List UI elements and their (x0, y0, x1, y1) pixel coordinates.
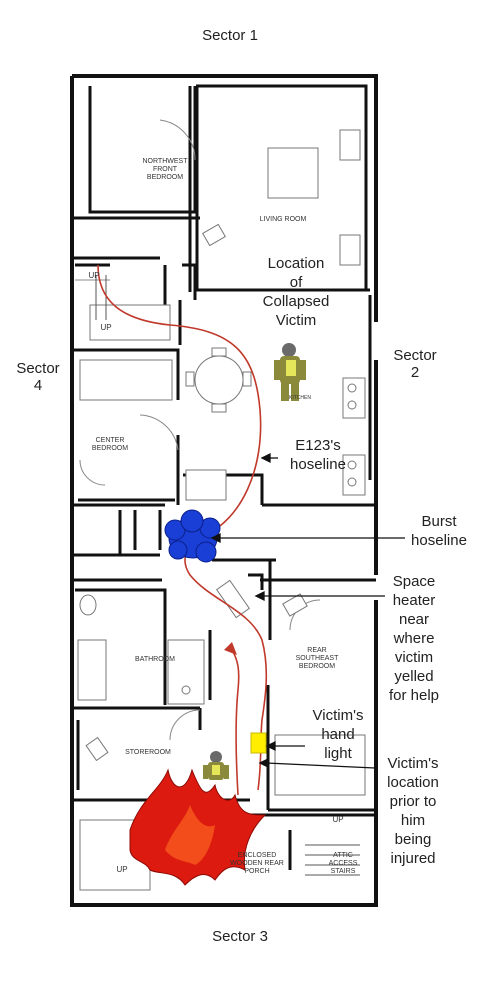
callout-prior-line1: Victim's (387, 755, 439, 772)
callout-burst-hoseline: Burst hoseline (398, 512, 480, 550)
fire-icon (129, 768, 267, 886)
handlight-icon (250, 732, 267, 754)
room-nw-line2: FRONT (152, 166, 178, 173)
room-porch: ENCLOSED WOODEN REAR PORCH (222, 852, 292, 876)
room-nw-line3: BEDROOM (146, 174, 184, 181)
callout-heater-line6: yelled (394, 668, 434, 685)
stairs (95, 275, 360, 876)
callout-hand-light: Victim's hand light (300, 706, 376, 763)
callout-collapsed-line3: Collapsed (262, 293, 330, 310)
sector-2-line2: 2 (410, 364, 420, 381)
room-attic-line2: ACCESS (328, 860, 358, 867)
sector-2-label: Sector 2 (385, 347, 445, 381)
callout-collapsed-line4: Victim (275, 312, 317, 329)
callout-prior-line4: him (400, 812, 426, 829)
room-center-line1: CENTER (95, 437, 125, 444)
interior-walls (72, 84, 376, 870)
callout-arrows (210, 452, 405, 769)
sector-3-label: Sector 3 (212, 928, 268, 945)
callout-collapsed-victim: Location of Collapsed Victim (252, 254, 340, 330)
room-porch-line2: WOODEN REAR (230, 860, 284, 867)
door-swings (75, 119, 321, 741)
callout-e123-hoseline: E123's hoseline (278, 436, 358, 474)
room-rear-line1: REAR (307, 647, 327, 654)
callout-location-prior: Victim's location prior to him being inj… (376, 754, 450, 868)
room-attic-line1: ATTIC (333, 852, 353, 859)
stair-up-label-top: UP (88, 271, 100, 280)
callout-space-heater: Space heater near where victim yelled fo… (380, 572, 448, 705)
room-rear-line2: SOUTHEAST (295, 655, 339, 662)
callout-prior-line5: being (394, 831, 432, 848)
callout-handlight-line2: hand (321, 726, 355, 743)
callout-prior-line3: prior to (389, 793, 437, 810)
sector-4-line2: 4 (33, 377, 43, 394)
sector-2-line1: Sector (393, 347, 437, 364)
room-attic-line3: STAIRS (330, 868, 356, 875)
room-center-line2: BEDROOM (91, 445, 129, 452)
room-bathroom: BATHROOM (135, 656, 175, 663)
room-center-bedroom: CENTER BEDROOM (80, 437, 140, 453)
room-attic-stairs: ATTIC ACCESS STAIRS (318, 852, 368, 876)
callout-heater-line4: where (393, 630, 435, 647)
sector-4-line1: Sector (16, 360, 60, 377)
room-storeroom: STOREROOM (125, 749, 171, 756)
callout-heater-line3: near (398, 611, 430, 628)
room-nw-line1: NORTHWEST (142, 158, 188, 165)
callout-heater-line7: for help (388, 687, 440, 704)
room-rear-se-bedroom: REAR SOUTHEAST BEDROOM (282, 647, 352, 671)
callout-prior-line6: injured (390, 850, 436, 867)
firefighter-prior-icon (203, 751, 229, 780)
callout-collapsed-line1: Location (267, 255, 325, 272)
room-rear-line3: BEDROOM (298, 663, 336, 670)
callout-heater-line2: heater (392, 592, 436, 609)
callout-hoseline-line2: hoseline (290, 456, 346, 473)
hoseline-arrow-icon (224, 642, 237, 655)
outer-walls (70, 74, 378, 907)
callout-handlight-line3: light (324, 745, 352, 762)
room-nw-bedroom: NORTHWEST FRONT BEDROOM (130, 158, 200, 182)
stair-up-label-porch-right: UP (332, 815, 344, 824)
callout-handlight-line1: Victim's (312, 707, 364, 724)
callout-collapsed-line2: of (289, 274, 303, 291)
callout-prior-line2: location (387, 774, 439, 791)
callout-burst-line2: hoseline (411, 532, 467, 549)
burst-icon (164, 509, 221, 563)
callout-heater-line1: Space (392, 573, 436, 590)
room-porch-line3: PORCH (244, 868, 270, 875)
sector-1-label: Sector 1 (202, 27, 258, 44)
stair-up-label-mid: UP (100, 323, 112, 332)
stair-up-label-porch-left: UP (116, 865, 128, 874)
kitchen-label: KITCHEN (289, 395, 311, 401)
callout-hoseline-line1: E123's (295, 437, 341, 454)
room-living: LIVING ROOM (259, 216, 307, 223)
room-porch-line1: ENCLOSED (237, 852, 277, 859)
firefighter-collapsed-icon (274, 343, 306, 401)
sector-4-label: Sector 4 (8, 360, 68, 394)
callout-burst-line1: Burst (421, 513, 457, 530)
callout-heater-line5: victim (394, 649, 434, 666)
